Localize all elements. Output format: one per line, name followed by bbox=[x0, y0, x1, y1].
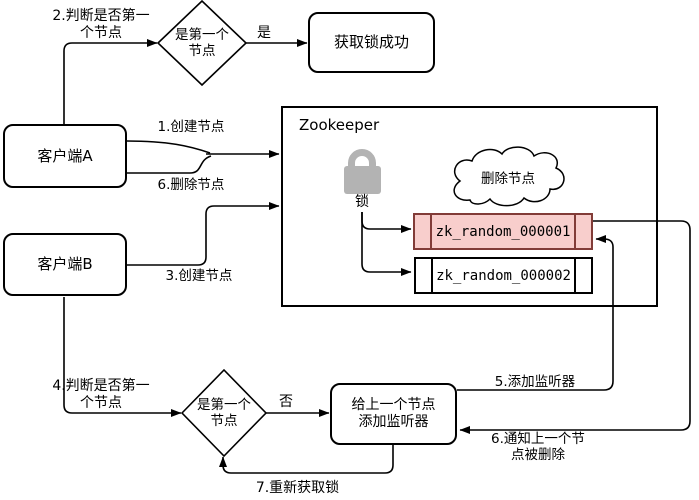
add-listener-label: 给上一个节点 添加监听器 bbox=[351, 396, 436, 431]
add-listener-box: 给上一个节点 添加监听器 bbox=[330, 383, 457, 445]
znode-000002-label: zk_random_000002 bbox=[436, 267, 571, 284]
label-step6-delete: 6.删除节点 bbox=[157, 177, 225, 193]
znode-divider bbox=[574, 259, 576, 292]
znode-000001: zk_random_000001 bbox=[413, 213, 593, 250]
zookeeper-title: Zookeeper bbox=[299, 116, 380, 134]
label-step6-notify: 6.通知上一个节 点被删除 bbox=[491, 431, 585, 464]
client-a-label: 客户端A bbox=[37, 146, 93, 165]
label-no: 否 bbox=[279, 394, 293, 410]
edge-step1-create-node bbox=[126, 140, 211, 154]
acquire-lock-success-label: 获取锁成功 bbox=[333, 33, 409, 52]
client-a-box: 客户端A bbox=[3, 124, 127, 188]
cloud-label: 删除节点 bbox=[481, 171, 535, 187]
label-step1: 1.创建节点 bbox=[157, 119, 225, 135]
edge-step7-reacquire-lock bbox=[219, 445, 394, 474]
label-step2: 2.判断是否第一 个节点 bbox=[52, 8, 150, 41]
label-step3: 3.创建节点 bbox=[165, 268, 233, 284]
edge-step2-check-first bbox=[63, 39, 158, 124]
edge-step6-delete-node bbox=[127, 155, 212, 174]
label-step7: 7.重新获取锁 bbox=[255, 480, 340, 496]
label-yes: 是 bbox=[257, 25, 271, 41]
znode-000001-label: zk_random_000001 bbox=[435, 223, 571, 240]
client-b-box: 客户端B bbox=[3, 233, 127, 296]
edge-step3-create-node bbox=[127, 202, 280, 266]
decision-top-label: 是第一个 节点 bbox=[175, 27, 229, 60]
znode-000002: zk_random_000002 bbox=[414, 257, 593, 294]
client-b-label: 客户端B bbox=[37, 255, 93, 274]
decision-bottom-label: 是第一个 节点 bbox=[197, 397, 251, 430]
znode-divider bbox=[431, 259, 433, 292]
label-step4: 4.判断是否第一 个节点 bbox=[52, 378, 150, 411]
lock-label: 锁 bbox=[355, 194, 369, 210]
label-step5: 5.添加监听器 bbox=[494, 374, 576, 390]
znode-divider bbox=[430, 215, 432, 248]
znode-divider bbox=[574, 215, 576, 248]
acquire-lock-success-box: 获取锁成功 bbox=[308, 12, 435, 73]
